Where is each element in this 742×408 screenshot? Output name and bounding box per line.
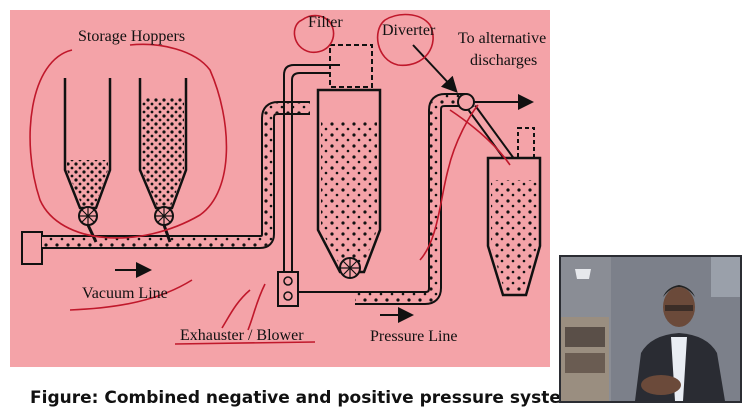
filter-label: Filter (308, 14, 343, 32)
receiver-vessel (318, 90, 380, 278)
storage-hopper-2 (140, 78, 186, 242)
diverter-valve-icon (458, 94, 474, 110)
presenter-video (559, 255, 742, 403)
hoppers-circle-annotation (30, 44, 226, 238)
vacuum-line-label: Vacuum Line (82, 285, 168, 303)
storage-hopper-1 (65, 78, 110, 242)
pressure-line-label: Pressure Line (370, 328, 458, 346)
diagram-drawing (10, 10, 550, 367)
diverter-label: Diverter (382, 22, 435, 40)
presenter-video-frame (561, 257, 740, 401)
to-alternative-label: To alternative (458, 30, 546, 48)
storage-hoppers-label: Storage Hoppers (78, 28, 185, 46)
air-inlet-box (22, 232, 42, 264)
blower-scribble (222, 284, 265, 330)
discharges-label: discharges (470, 52, 537, 70)
diverter-pointer-arrow (413, 45, 455, 90)
exhauster-blower (278, 272, 355, 306)
figure-caption: Figure: Combined negative and positive p… (30, 388, 579, 408)
exhauster-blower-label: Exhauster / Blower (180, 327, 304, 345)
pneumatic-conveying-diagram: Storage Hoppers Filter Diverter To alter… (10, 10, 550, 367)
discharge-hopper (488, 128, 540, 295)
